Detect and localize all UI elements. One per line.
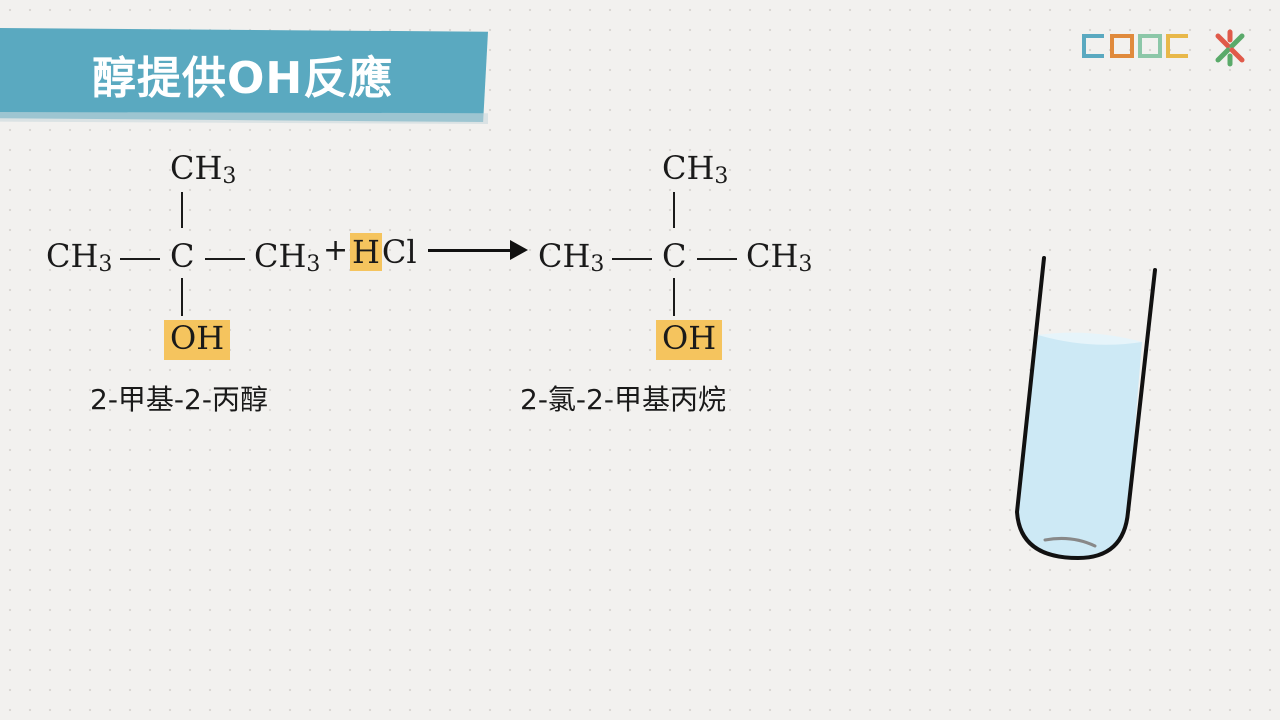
cross-logo-icon — [1215, 29, 1245, 67]
plus-sign: + — [323, 233, 349, 268]
product-bond-left — [612, 258, 652, 260]
product-center-c: C — [662, 237, 687, 275]
reactant-bond-top — [181, 192, 183, 228]
reactant-center-c: C — [170, 237, 195, 275]
reactant-bond-left — [120, 258, 160, 260]
page-title: 醇提供OH反應 — [92, 53, 394, 104]
banner-shadow — [0, 112, 488, 124]
product-bond-top — [673, 192, 675, 228]
product-bond-right — [697, 258, 737, 260]
reactant-left-ch3: CH3 — [46, 237, 113, 277]
product-oh-highlight: OH — [656, 320, 723, 360]
reactant-bond-bottom — [181, 278, 183, 316]
product-bond-bottom — [673, 278, 675, 316]
reactant-oh-highlight: OH — [164, 320, 231, 360]
test-tube-icon — [1014, 256, 1157, 561]
reagent-hcl: HCl — [350, 233, 417, 271]
reagent-h-highlight: H — [350, 233, 382, 271]
reactant-name: 2-甲基-2-丙醇 — [90, 383, 268, 416]
reactant-top-ch3: CH3 — [170, 149, 237, 189]
reactant-right-ch3: CH3 — [254, 237, 321, 277]
title-banner — [0, 28, 488, 122]
product-top-ch3: CH3 — [662, 149, 729, 189]
product-left-ch3: CH3 — [538, 237, 605, 277]
reagent-cl: Cl — [381, 233, 417, 271]
product-right-ch3: CH3 — [746, 237, 813, 277]
reactant-bond-right — [205, 258, 245, 260]
arrow-icon — [428, 249, 514, 252]
arrow-head — [510, 240, 528, 260]
product-name: 2-氯-2-甲基丙烷 — [520, 383, 726, 416]
logo-icon — [1082, 34, 1188, 58]
